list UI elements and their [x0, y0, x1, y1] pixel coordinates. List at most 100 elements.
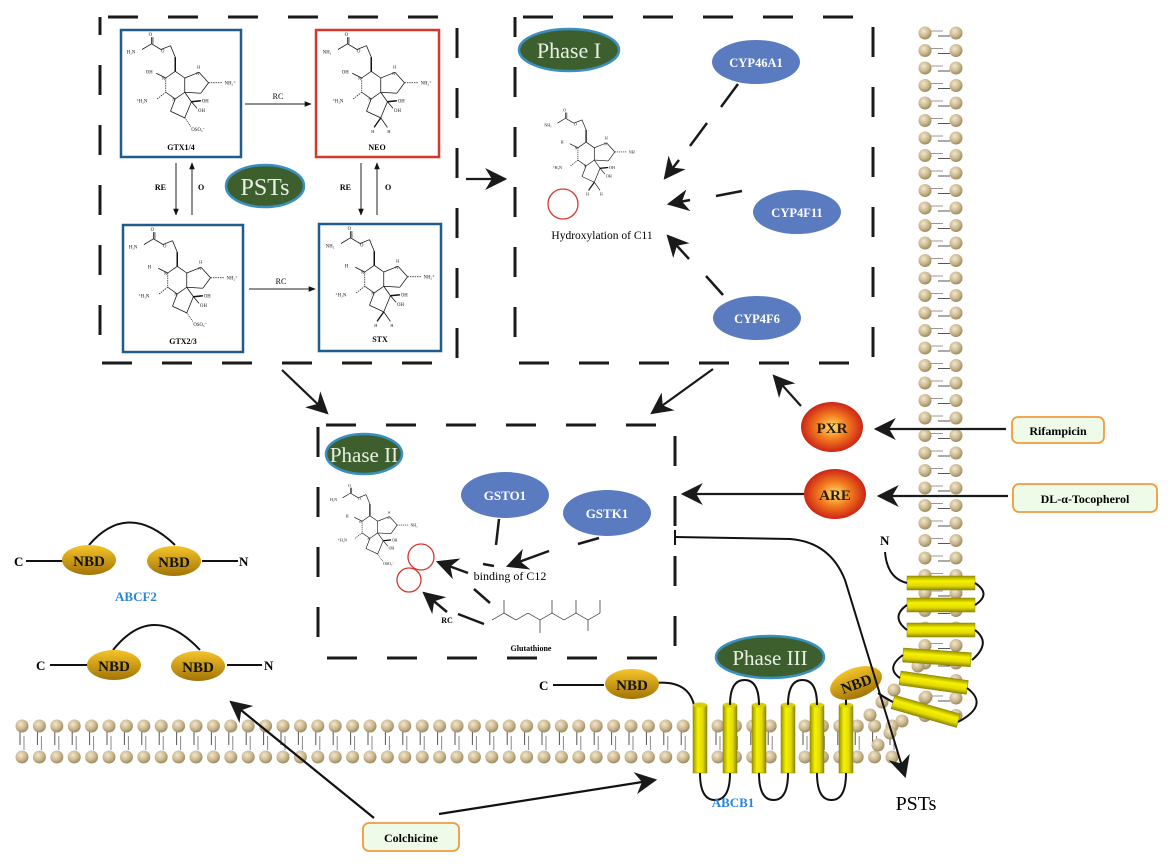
abcf2-nbd-1	[62, 545, 116, 575]
svg-text:OH: OH	[200, 304, 207, 309]
rifampicin-label: Rifampicin	[1029, 424, 1087, 438]
lipid-head	[918, 306, 932, 320]
abcb1-nbd-2: NBD	[830, 666, 882, 700]
lipid-head	[949, 271, 963, 285]
lipid-head	[537, 750, 551, 764]
lipid-head	[119, 719, 133, 733]
lipid-head	[276, 719, 290, 733]
lipid-head	[918, 219, 932, 232]
rc-label-top: RC	[273, 92, 284, 101]
svg-text:N: N	[604, 142, 607, 146]
lipid-head	[763, 750, 777, 764]
lipid-head	[949, 464, 963, 477]
lipid-head	[676, 719, 690, 733]
lipid-head	[949, 219, 963, 232]
enzyme-cyp46a1[interactable]: CYP46A1	[712, 40, 800, 84]
svg-text:NBD: NBD	[98, 659, 130, 675]
abcf2-nbd-2	[147, 546, 201, 576]
regulator-pxr[interactable]: PXR	[801, 402, 863, 452]
rc-label-phase2: RC	[441, 616, 453, 625]
lipid-head	[949, 184, 963, 197]
psts-badge: PSTs	[224, 163, 306, 209]
lipid-head	[224, 750, 238, 764]
lipid-head	[871, 738, 885, 752]
lipid-head	[949, 411, 963, 425]
svg-text:NH₂: NH₂	[410, 524, 418, 528]
lipid-head	[241, 719, 255, 733]
svg-text:NH₂⁺: NH₂⁺	[421, 81, 433, 87]
phase2-badge-text: Phase II	[330, 443, 398, 467]
lipid-head	[467, 750, 481, 764]
svg-text:H₂N: H₂N	[127, 50, 136, 55]
psts-group-box	[98, 15, 459, 365]
phase2-badge: Phase II	[324, 432, 404, 476]
cyp46a1-label: CYP46A1	[729, 56, 782, 70]
svg-text:N: N	[368, 97, 371, 102]
drug-rifampicin[interactable]: Rifampicin	[1011, 416, 1105, 444]
phase1-badge-text: Phase I	[537, 38, 601, 63]
lipid-head	[949, 96, 963, 110]
drug-tocopherol[interactable]: DL-α-Tocopherol	[1012, 483, 1158, 513]
lipid-head	[863, 708, 877, 722]
lipid-head	[949, 131, 963, 145]
abcb1-c-terminus: C	[539, 678, 548, 693]
svg-text:OH: OH	[198, 109, 205, 114]
svg-text:O: O	[149, 33, 153, 38]
transporter-abcb1[interactable]: C NBD NBD ABCB1	[539, 660, 887, 810]
tocopherol-label: DL-α-Tocopherol	[1041, 492, 1130, 506]
svg-text:O: O	[574, 122, 577, 127]
svg-text:NH₂⁺: NH₂⁺	[227, 276, 239, 282]
drug-colchicine[interactable]: Colchicine	[362, 822, 460, 852]
lipid-head	[32, 750, 46, 764]
lipid-head	[137, 719, 151, 733]
svg-text:O: O	[161, 49, 165, 54]
svg-text:OH: OH	[146, 70, 153, 75]
lipid-head	[206, 750, 220, 764]
lipid-head	[918, 376, 932, 390]
svg-text:H: H	[199, 260, 202, 265]
svg-text:NBD: NBD	[158, 555, 190, 571]
lipid-head	[450, 719, 464, 733]
lipid-head	[67, 750, 81, 764]
reaction-arrows: RC RC RE O RE O	[155, 92, 391, 292]
psts-badge-text: PSTs	[240, 175, 289, 201]
o-label-left: O	[198, 183, 204, 192]
lipid-head	[259, 719, 273, 733]
lipid-head	[572, 719, 586, 733]
enzyme-cyp4f11[interactable]: CYP4F11	[753, 190, 841, 234]
lipid-head	[868, 719, 882, 733]
lipid-head	[119, 750, 133, 764]
lipid-head	[949, 61, 963, 75]
svg-text:NBD: NBD	[616, 678, 648, 694]
lipid-head	[607, 750, 621, 764]
lipid-head	[467, 719, 481, 733]
lipid-head	[328, 750, 342, 764]
lipid-head	[918, 481, 932, 495]
transporter-abcf-second[interactable]: C N NBD NBD	[36, 624, 274, 681]
phase1-badge: Phase I	[517, 27, 621, 73]
lipid-head	[172, 719, 186, 733]
abcf2-n-terminus: N	[239, 554, 249, 569]
svg-text:O: O	[348, 484, 351, 488]
lipid-head	[450, 750, 464, 764]
enzyme-gsto1[interactable]: GSTO1	[461, 472, 549, 518]
lipid-head	[918, 201, 932, 215]
lipid-head	[293, 719, 307, 733]
svg-text:OH: OH	[392, 538, 398, 542]
svg-text:⁺H₂N: ⁺H₂N	[136, 99, 148, 105]
enzyme-gstk1[interactable]: GSTK1	[563, 490, 651, 536]
phase2-caption: binding of C12	[474, 569, 547, 583]
enzyme-cyp4f6[interactable]: CYP4F6	[713, 296, 801, 340]
regulator-are[interactable]: ARE	[804, 469, 866, 519]
lipid-head	[918, 236, 932, 250]
svg-text:OH: OH	[401, 294, 408, 299]
lipid-head	[502, 719, 516, 733]
svg-text:N: N	[584, 164, 587, 168]
transporter-abcf2[interactable]: C N NBD NBD ABCF2	[14, 521, 249, 605]
